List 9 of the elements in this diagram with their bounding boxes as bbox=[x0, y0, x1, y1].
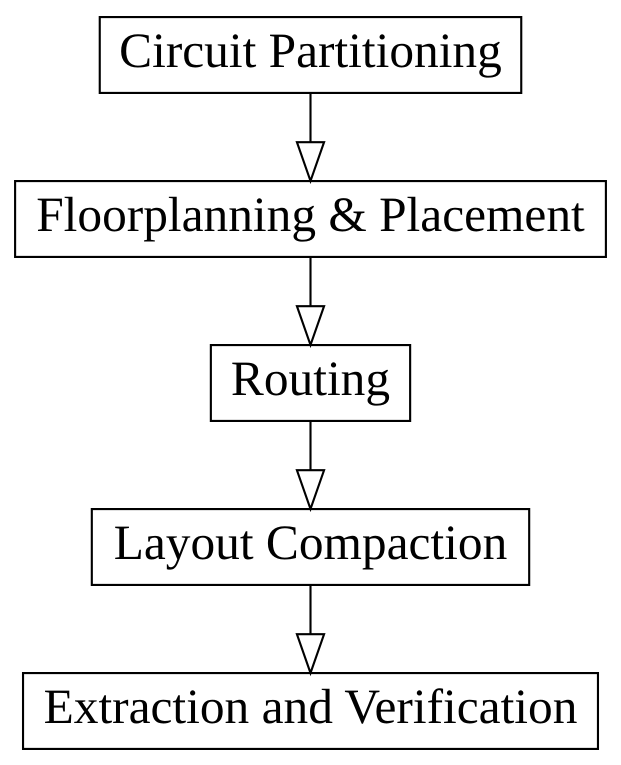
node-box: Circuit Partitioning bbox=[98, 16, 522, 94]
node-box: Layout Compaction bbox=[90, 508, 530, 586]
node-box: Routing bbox=[210, 344, 412, 422]
arrow bbox=[295, 420, 326, 512]
arrow bbox=[295, 92, 326, 184]
node-box: Extraction and Verification bbox=[22, 672, 600, 750]
arrow bbox=[295, 256, 326, 348]
arrow bbox=[295, 584, 326, 676]
node-box: Floorplanning & Placement bbox=[14, 180, 607, 258]
